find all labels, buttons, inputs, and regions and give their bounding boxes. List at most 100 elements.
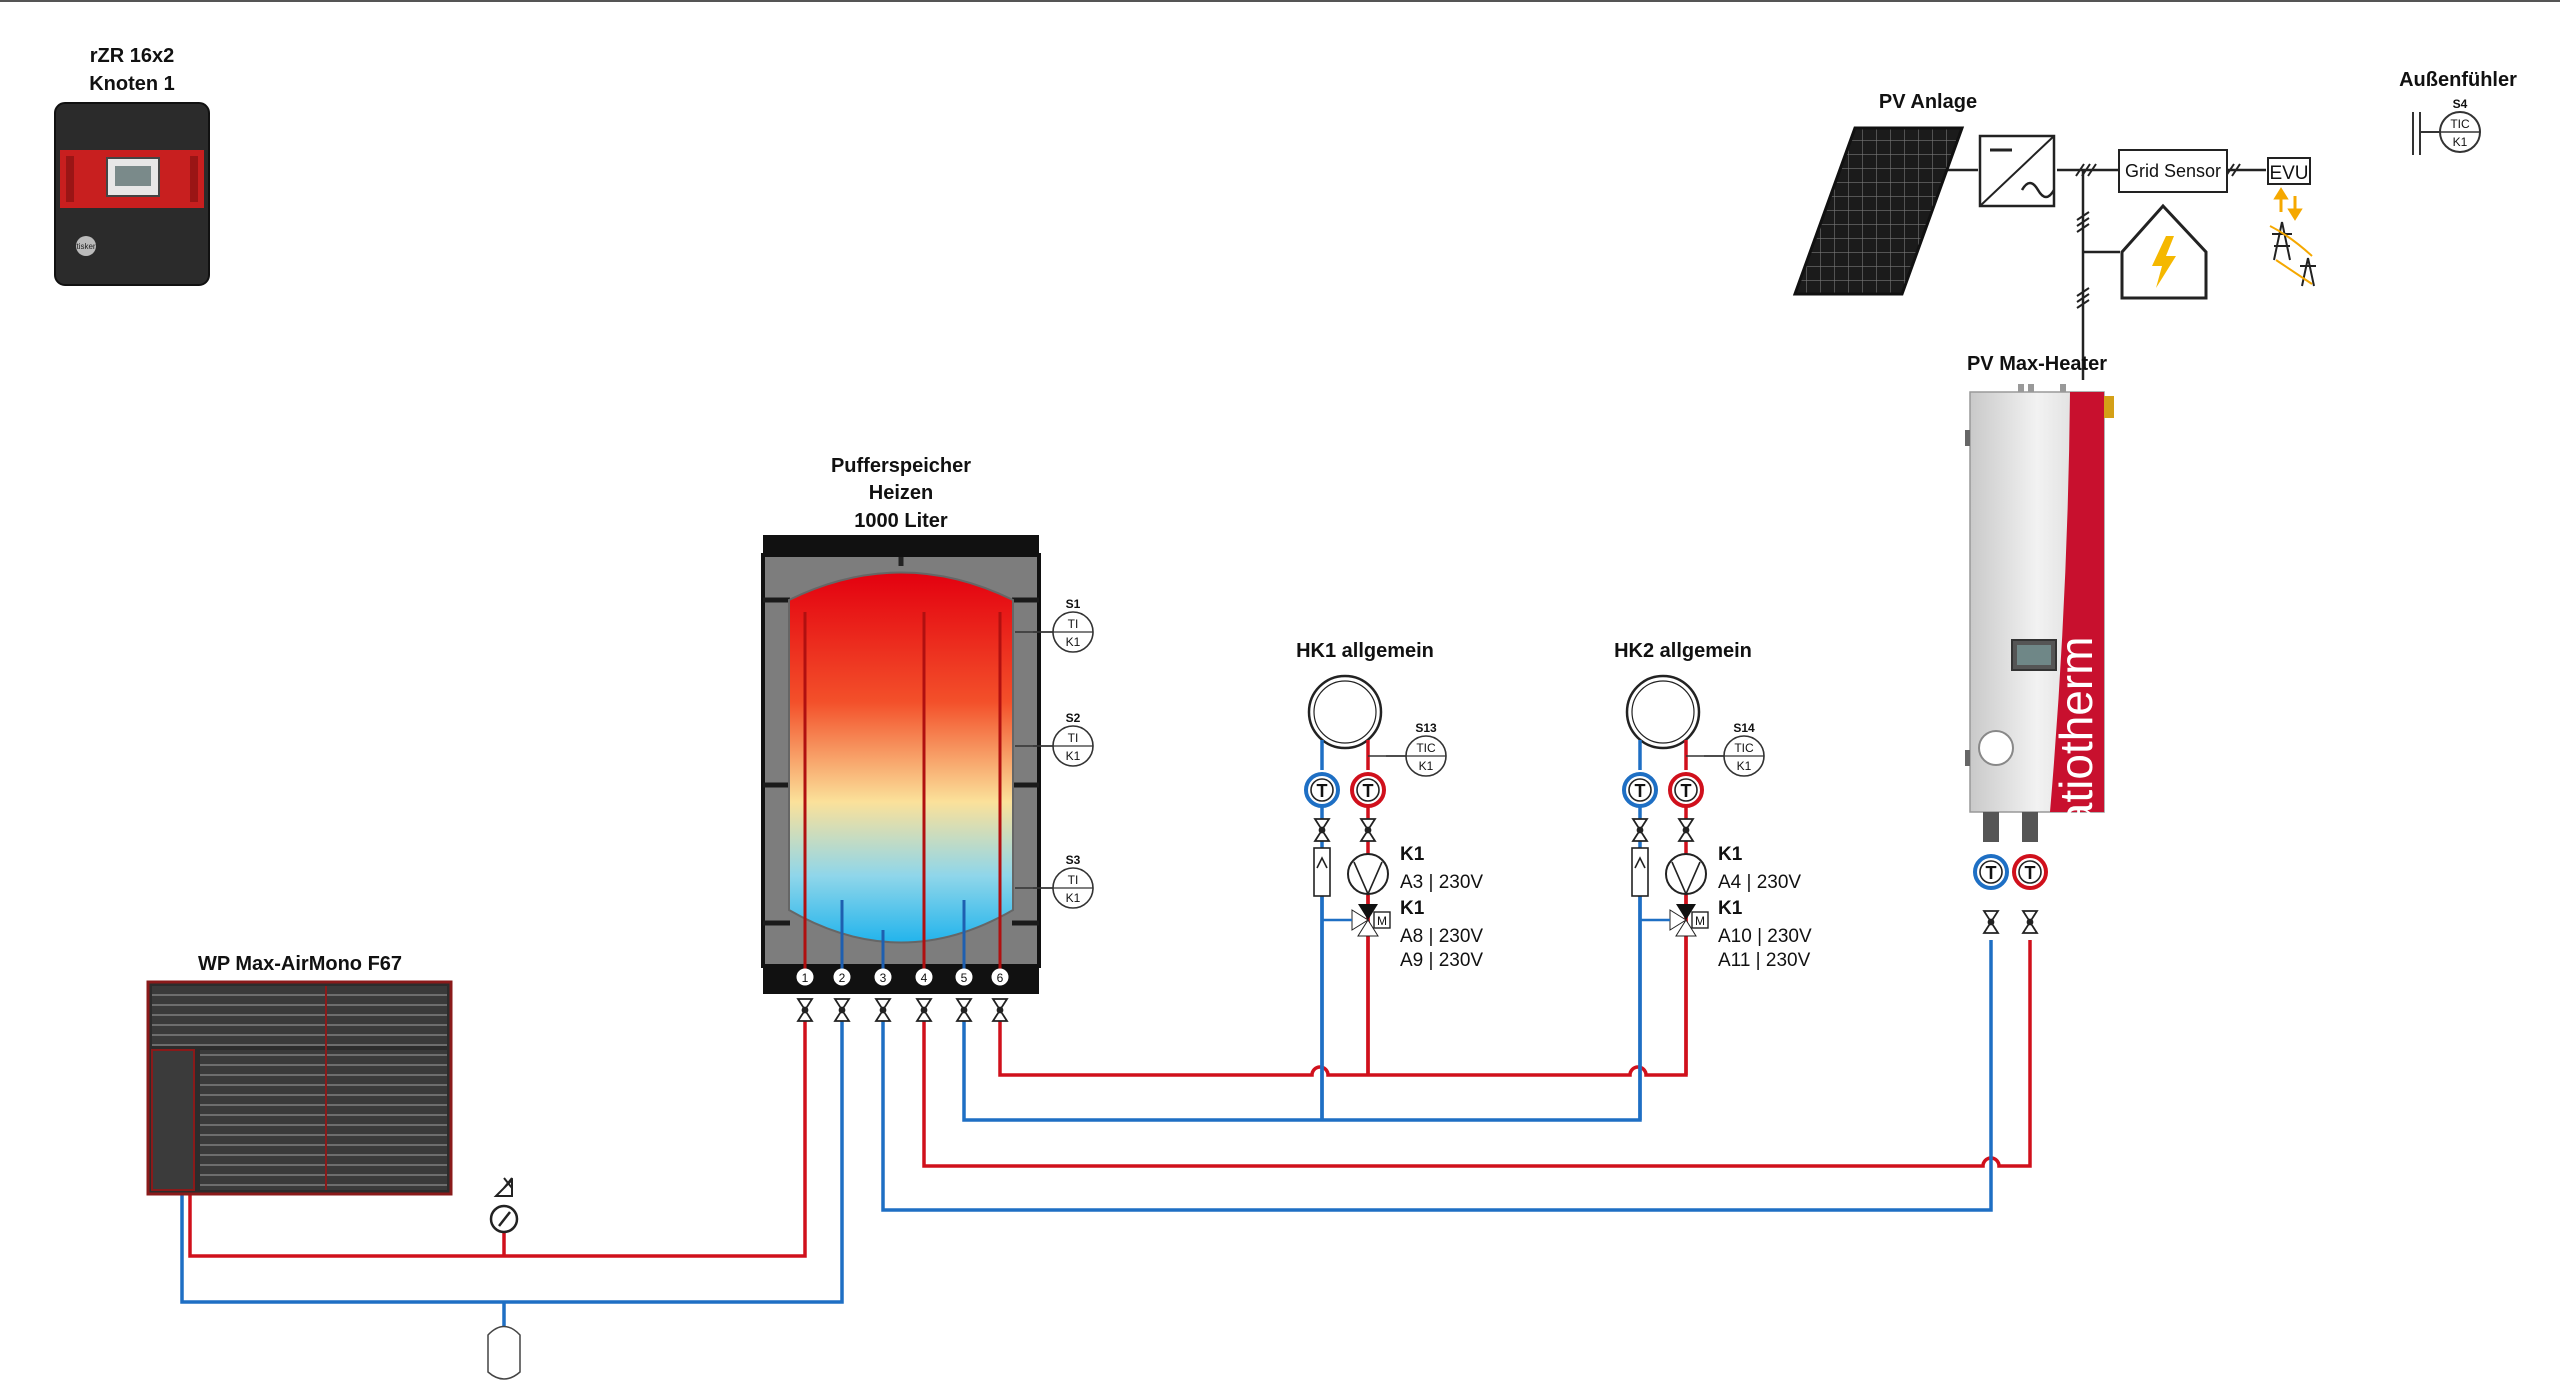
mixer-ref: K1 — [1400, 898, 1425, 919]
tank-sensor-s3-code: TI — [1068, 873, 1079, 887]
pressure-gauge-icon — [489, 1204, 519, 1234]
return-valve-icon — [1631, 818, 1649, 842]
tank-sensor-s2-ref: K1 — [1066, 749, 1081, 763]
check-valve-icon — [1631, 847, 1649, 897]
tank-port-4[interactable]: 4 — [915, 968, 933, 986]
tank-port-3[interactable]: 3 — [874, 968, 892, 986]
mixer-io-2: A9 | 230V — [1400, 950, 1483, 971]
buffer-tank-title-line2: Heizen — [869, 482, 933, 504]
tank-port-label: 4 — [921, 971, 928, 985]
tank-sensor-s1-ref: K1 — [1066, 635, 1081, 649]
controller-logo-icon — [76, 236, 96, 256]
thermometer-return-icon-glyph: T — [1635, 781, 1646, 801]
outdoor-sensor-title: Außenfühler — [2399, 69, 2517, 91]
supply-valve-icon — [1677, 818, 1695, 842]
thermometer-glyph: T — [1986, 863, 1997, 883]
circulation-pump-icon — [1347, 853, 1389, 896]
pv-heater-brand-stripe — [2050, 392, 2104, 812]
hk1-sensor-tag: S13 — [1415, 721, 1437, 735]
buffer-tank-top-cap — [763, 535, 1039, 557]
tank-port-5[interactable]: 5 — [955, 968, 973, 986]
mixer-motor-icon — [1691, 911, 1709, 929]
pv-system[interactable]: PV Anlage Grid Sensor EVU — [1792, 91, 2316, 300]
thermometer-return-icon: T — [1622, 772, 1658, 808]
tank-sensor-s1-code: TI — [1068, 617, 1079, 631]
outdoor-sensor[interactable]: Außenfühler S4 TIC K1 — [2399, 69, 2517, 155]
heating-circuit-title: HK1 allgemein — [1296, 640, 1434, 662]
tank-port-1[interactable]: 1 — [796, 968, 814, 986]
power-pylon-icon — [2269, 221, 2316, 287]
mixer-io-1: A8 | 230V — [1400, 926, 1483, 947]
controller[interactable]: rZR 16x2 Knoten 1 tisker — [54, 45, 210, 286]
heat-pump-side-panel — [151, 1049, 195, 1191]
tank-port-2[interactable]: 2 — [833, 968, 851, 986]
check-valve-icon — [1313, 847, 1331, 897]
tank-sensor-s2-code: TI — [1068, 731, 1079, 745]
shutoff-valve-icon — [874, 998, 892, 1022]
buffer-tank-title-line1: Pufferspeicher — [831, 455, 971, 477]
controller-logo-text: tisker — [76, 242, 95, 251]
pipe-pvheater-return — [881, 940, 1993, 1212]
tank-port-label: 3 — [880, 971, 887, 985]
mixer-io-1: A10 | 230V — [1718, 926, 1812, 947]
thermometer-supply-icon-glyph: T — [1363, 781, 1374, 801]
tank-sensor-s2-tag: S2 — [1066, 711, 1081, 725]
return-valve-icon — [1313, 818, 1331, 842]
heat-pump-main-grille — [200, 1050, 447, 1190]
pv-system-title: PV Anlage — [1879, 91, 1977, 113]
controller-title-line1: rZR 16x2 — [90, 45, 175, 67]
thermometer-return-icon-glyph: T — [1317, 781, 1328, 801]
thermometer-supply-icon: T — [1668, 772, 1704, 808]
pipe-hk-return — [962, 895, 1642, 1122]
lightning-icon — [2152, 236, 2176, 288]
mixer-io-2: A11 | 230V — [1718, 950, 1811, 971]
pv-heater-gauge — [1978, 730, 2014, 766]
expansion-vessel-icon — [487, 1325, 521, 1380]
shutoff-valve-icon — [955, 998, 973, 1022]
thermometer-return-icon: T — [1973, 854, 2009, 890]
shutoff-valve-icon — [991, 998, 1009, 1022]
pump-io: A3 | 230V — [1400, 872, 1483, 893]
pipe-network — [180, 163, 2266, 1330]
pv-max-heater[interactable]: PV Max-Heater ratiotherm — [1965, 353, 2114, 844]
buffer-tank-vessel — [788, 571, 1014, 944]
tank-sensor-s3-ref: K1 — [1066, 891, 1081, 905]
heat-pump[interactable]: WP Max-AirMono F67 — [146, 953, 453, 1196]
mixer-motor-glyph: M — [1377, 914, 1387, 928]
pv-heater-title: PV Max-Heater — [1967, 353, 2107, 375]
pipe-heatpump-return — [180, 1020, 844, 1304]
solar-panel-icon — [1792, 126, 1965, 296]
thermometer-supply-icon: T — [2012, 854, 2048, 890]
pump-ref: K1 — [1718, 844, 1743, 865]
grid-sensor-box — [2118, 149, 2228, 193]
utility-label: EVU — [2269, 163, 2308, 184]
tank-sensor-s3-tag: S3 — [1066, 853, 1081, 867]
thermometer-supply-icon: T — [1350, 772, 1386, 808]
tank-port-6[interactable]: 6 — [991, 968, 1009, 986]
heating-circuit-title: HK2 allgemein — [1614, 640, 1752, 662]
pump-io: A4 | 230V — [1718, 872, 1801, 893]
buffer-tank[interactable]: Pufferspeicher Heizen 1000 Liter — [761, 455, 1041, 994]
shutoff-valve-icon — [833, 998, 851, 1022]
pump-ref: K1 — [1400, 844, 1425, 865]
hk1-sensor-ref: K1 — [1419, 759, 1434, 773]
thermometer-return-icon: T — [1304, 772, 1340, 808]
utility-box — [2267, 157, 2311, 185]
mixing-valve-icon: M — [1640, 904, 1709, 937]
supply-valve-icon — [1359, 818, 1377, 842]
outdoor-sensor-tag: S4 — [2453, 97, 2468, 111]
tank-port-label: 6 — [997, 971, 1004, 985]
mixer-motor-icon — [1373, 911, 1391, 929]
tank-port-label: 2 — [839, 971, 846, 985]
tank-port-label: 5 — [961, 971, 968, 985]
grid-sensor-label: Grid Sensor — [2125, 161, 2221, 181]
